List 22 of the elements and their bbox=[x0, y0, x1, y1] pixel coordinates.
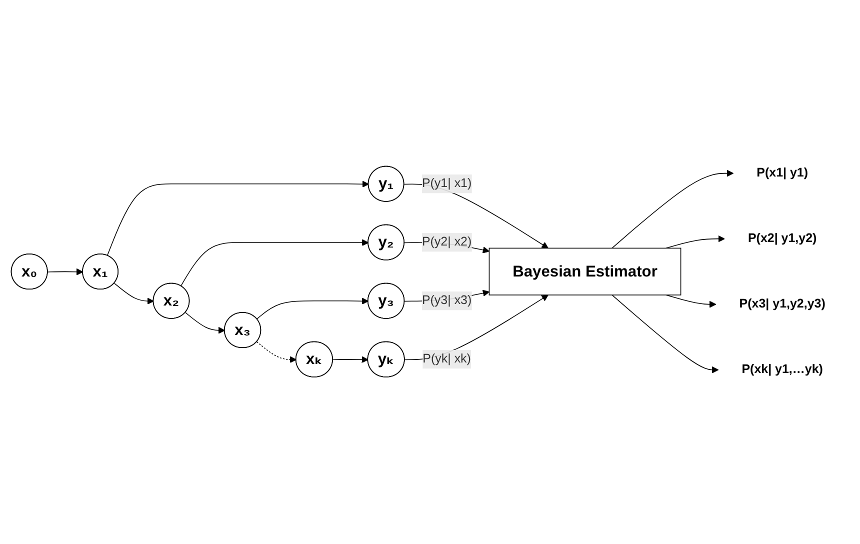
arrow bbox=[666, 295, 716, 308]
edge-label: P(y2| x2) bbox=[422, 236, 472, 249]
arrow bbox=[256, 298, 369, 320]
node-box bbox=[488, 248, 682, 296]
arrow bbox=[47, 268, 84, 276]
arrow bbox=[106, 181, 369, 256]
edge-label: P(y3| x3) bbox=[422, 294, 472, 308]
arrow bbox=[666, 236, 725, 249]
edge-label: P(y1| x1) bbox=[422, 177, 472, 190]
node-text: P(xk| y1,…yk) bbox=[742, 363, 823, 377]
arrow bbox=[185, 312, 226, 334]
arrow bbox=[114, 283, 154, 305]
node-text: P(x1| y1) bbox=[756, 166, 808, 180]
flowchart: P(y1| x1) P(y2| x2) P(y3| x3) P(yk| xk) x₀ x₁ x₂ x₃ xₖ y₁ y₂ y₃ yₖ Bayesian Estimator P(x1| y1) P(x2| y1,y2) P(x3| y1,y2,y3) P(xk| y1,…yk) bbox=[5, 146, 855, 398]
node-text: P(x2| y1,y2) bbox=[748, 232, 817, 246]
node-text: P(x3| y1,y2,y3) bbox=[739, 298, 826, 311]
arrow bbox=[612, 170, 734, 249]
edge-label: P(yk| xk) bbox=[422, 352, 471, 366]
arrow bbox=[612, 295, 719, 374]
arrow bbox=[180, 240, 369, 287]
arrow bbox=[256, 342, 297, 364]
arrow bbox=[332, 356, 368, 364]
